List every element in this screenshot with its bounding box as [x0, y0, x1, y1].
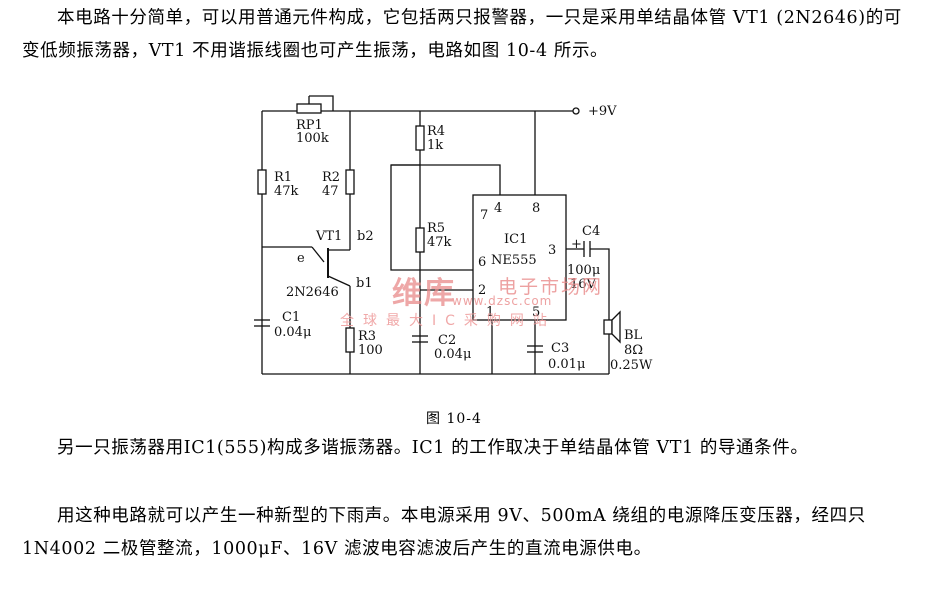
- label-r3-value: 100: [358, 343, 383, 358]
- label-ic-name: NE555: [491, 253, 537, 268]
- ic1-chip: [472, 194, 567, 321]
- label-c4-voltage: 16V: [570, 277, 597, 292]
- circuit-diagram: +9V RP1 100k R1 47k R2 47 VT1 b2 e b1 2N…: [254, 95, 653, 375]
- label-r2: R2: [322, 170, 340, 185]
- label-r1-value: 47k: [274, 184, 299, 199]
- watermark-slogan: 全球最大IC采购网站: [340, 313, 556, 329]
- label-rp1-value: 100k: [296, 131, 329, 146]
- r2-resistor: [345, 169, 355, 195]
- label-e: e: [297, 251, 305, 266]
- label-r5-value: 47k: [427, 235, 452, 250]
- watermark-name: 电子市场网: [498, 276, 604, 298]
- label-c4-plus: +: [571, 237, 582, 252]
- label-r1: R1: [274, 170, 292, 185]
- label-pin1: 1: [486, 305, 494, 320]
- supply-terminal: [572, 107, 580, 115]
- label-c2-value: 0.04μ: [434, 347, 471, 362]
- label-r2-value: 47: [322, 184, 339, 199]
- label-c1-value: 0.04μ: [274, 325, 311, 340]
- label-r4: R4: [427, 124, 445, 139]
- label-bl: BL: [624, 328, 643, 343]
- label-vt1: VT1: [315, 229, 342, 244]
- label-r5: R5: [427, 221, 445, 236]
- label-pin7: 7: [480, 208, 488, 223]
- speaker-cone: [611, 310, 621, 344]
- watermark-logo: 维库: [392, 276, 456, 311]
- r3-resistor: [345, 327, 355, 353]
- label-part: 2N2646: [286, 285, 339, 300]
- label-b1: b1: [356, 276, 373, 291]
- label-c4: C4: [582, 224, 600, 239]
- label-pin3: 3: [548, 243, 556, 258]
- label-c3: C3: [551, 341, 569, 356]
- label-c2: C2: [438, 333, 456, 348]
- label-r4-value: 1k: [427, 138, 443, 153]
- label-c4-value: 100μ: [567, 263, 600, 278]
- paragraph-oscillator: 另一只振荡器用IC1(555)构成多谐振荡器。IC1 的工作取决于单结晶体管 V…: [57, 438, 809, 458]
- r4-resistor: [415, 125, 425, 151]
- label-c1: C1: [282, 310, 300, 325]
- label-pin8: 8: [532, 201, 540, 216]
- label-c3-value: 0.01μ: [548, 357, 585, 372]
- label-pin2: 2: [478, 283, 486, 298]
- r5-resistor: [415, 227, 425, 253]
- rp1-resistor: [296, 103, 322, 114]
- label-bl-power: 0.25W: [610, 358, 653, 373]
- label-ic1: IC1: [504, 232, 527, 247]
- r1-resistor: [257, 169, 267, 195]
- paragraph-intro: 本电路十分简单，可以用普通元件构成，它包括两只报警器，一只是采用单结晶体管 VT…: [22, 8, 902, 61]
- label-pin5: 5: [532, 305, 540, 320]
- watermark: 维库 电子市场网 www.dzsc.com 全球最大IC采购网站: [340, 268, 652, 338]
- label-r3: R3: [358, 329, 376, 344]
- label-bl-ohm: 8Ω: [624, 343, 643, 358]
- label-supply: +9V: [588, 104, 617, 119]
- figure-caption: 图 10-4: [426, 411, 482, 427]
- watermark-url: www.dzsc.com: [452, 294, 553, 308]
- paragraph-power: 用这种电路就可以产生一种新型的下雨声。本电源采用 9V、500mA 绕组的电源降…: [22, 506, 866, 559]
- label-pin6: 6: [478, 255, 486, 270]
- label-b2: b2: [357, 229, 374, 244]
- label-rp1: RP1: [296, 118, 323, 133]
- label-pin4: 4: [494, 201, 502, 216]
